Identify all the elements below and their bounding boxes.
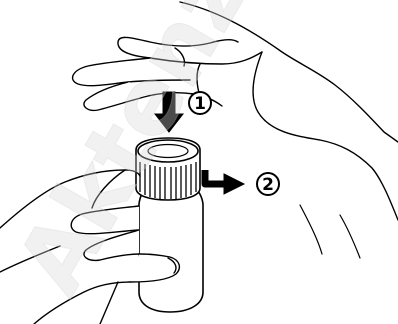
turn-arrow-icon (205, 170, 244, 194)
vial (136, 138, 203, 312)
step-2-marker: 2 (257, 173, 279, 195)
step-1-number: 1 (194, 94, 206, 114)
sleeve-lines (300, 205, 360, 258)
step-1-marker: 1 (189, 92, 211, 114)
step-2-number: 2 (262, 175, 274, 195)
down-arrow-icon (155, 92, 183, 132)
